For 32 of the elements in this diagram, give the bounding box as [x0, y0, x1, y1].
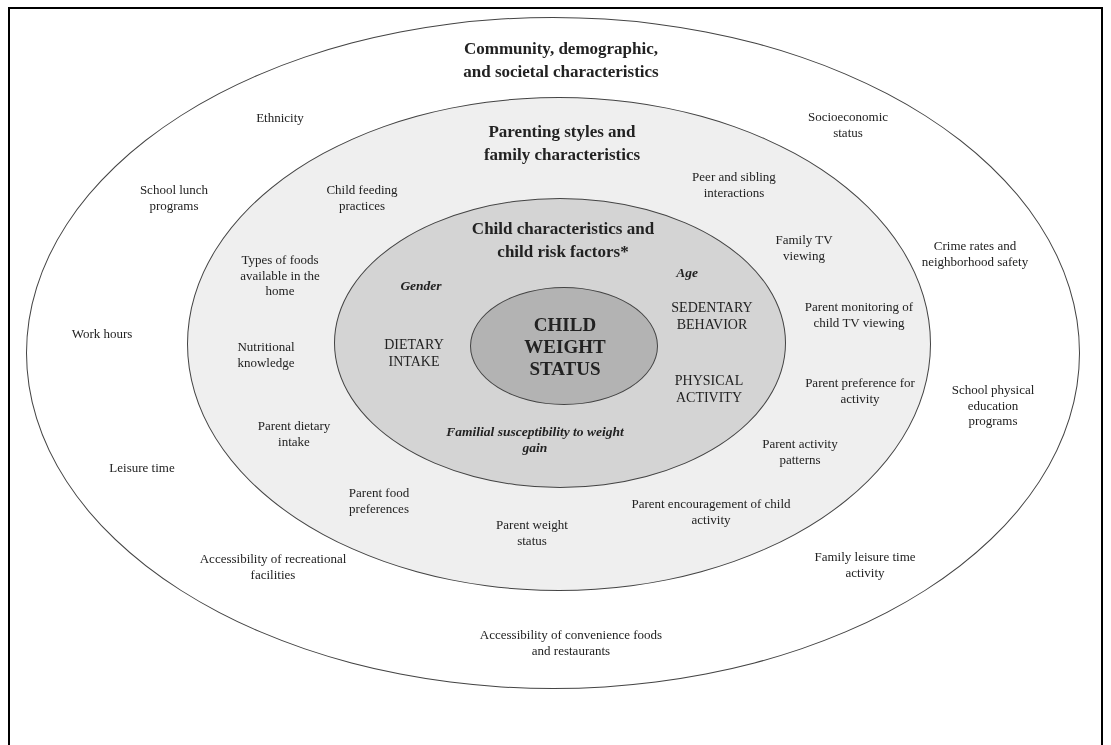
factor-label: School physical education programs — [950, 381, 1036, 429]
center-label: CHILD WEIGHT STATUS — [523, 314, 607, 380]
ring-heading: Child characteristics and child risk factors* — [470, 218, 656, 263]
factor-label: Parent food preferences — [347, 485, 411, 517]
factor-label: Crime rates and neighborhood safety — [920, 238, 1030, 270]
factor-label: Ethnicity — [256, 110, 304, 126]
factor-label: Age — [676, 264, 698, 282]
factor-label: Parent preference for activity — [804, 375, 916, 407]
ring-heading: Parenting styles and family characteristics — [482, 121, 642, 166]
factor-label: Family TV viewing — [774, 232, 834, 264]
factor-label: Accessibility of convenience foods and restaurants — [478, 627, 664, 659]
factor-label: Parent weight status — [495, 517, 569, 549]
factor-label: Parent monitoring of child TV viewing — [803, 299, 915, 331]
factor-label: SEDENTARY BEHAVIOR — [670, 300, 754, 334]
factor-label: Leisure time — [109, 460, 175, 476]
factor-label: Gender — [400, 277, 442, 295]
factor-label: Parent encouragement of child activity — [630, 496, 792, 528]
factor-label: Peer and sibling interactions — [691, 169, 777, 201]
factor-label: Socioeconomic status — [806, 109, 890, 141]
factor-label: School lunch programs — [138, 182, 210, 214]
ring-heading: Community, demographic, and societal characteristics — [462, 38, 660, 83]
factor-label: Work hours — [71, 326, 133, 342]
factor-label: DIETARY INTAKE — [383, 337, 445, 371]
factor-label: Nutritional knowledge — [236, 339, 296, 371]
factor-label: Family leisure time activity — [813, 549, 917, 581]
factor-label: Parent dietary intake — [256, 418, 332, 450]
factor-label: Accessibility of recreational facilities — [198, 551, 348, 583]
factor-label: PHYSICAL ACTIVITY — [673, 373, 745, 407]
factor-label: Parent activity patterns — [761, 436, 839, 468]
factor-label: Types of foods available in the home — [239, 251, 321, 299]
factor-label: Child feeding practices — [325, 182, 399, 214]
factor-label: Familial susceptibility to weight gain — [445, 423, 625, 457]
